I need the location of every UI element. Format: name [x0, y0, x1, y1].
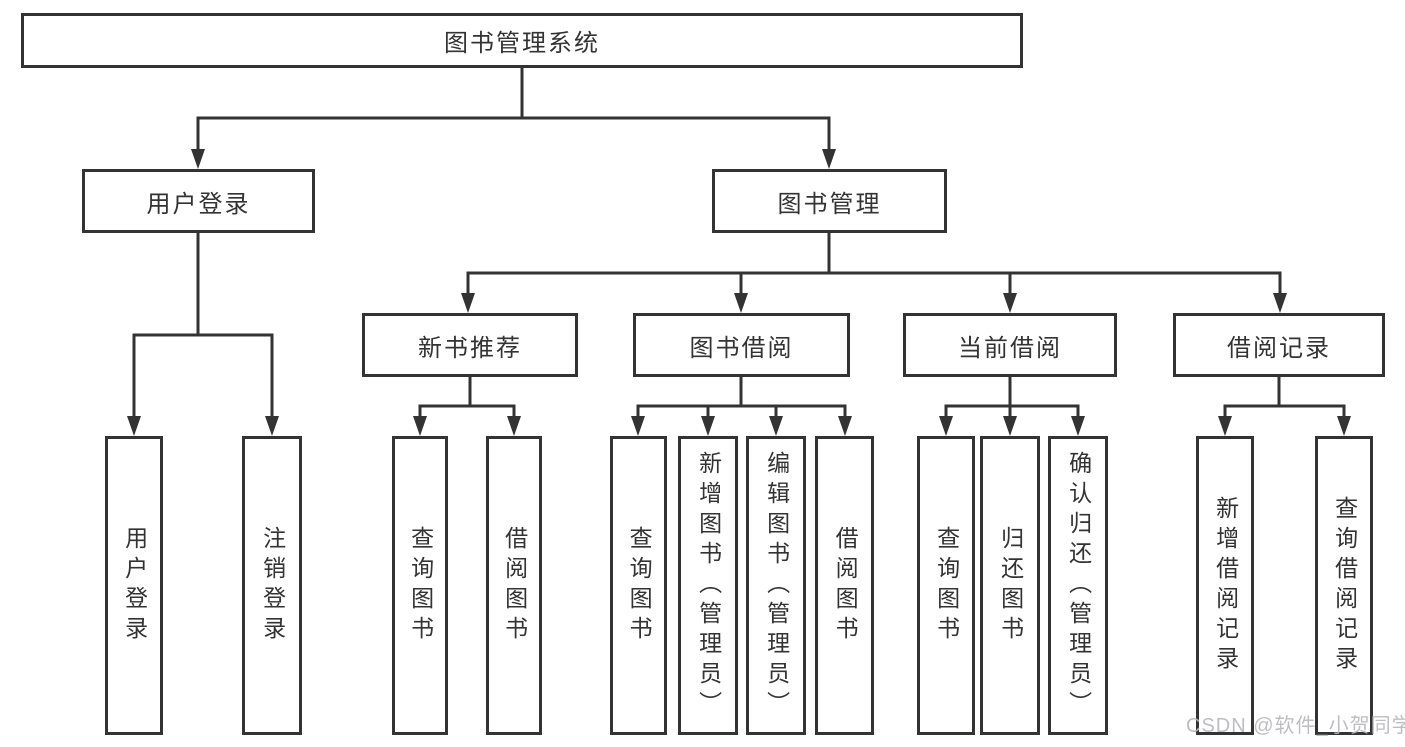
node-user-login: 用户登录: [82, 169, 315, 233]
leaf-add-book-admin: 新增图书（管理员）: [678, 436, 738, 735]
leaf-current-query-book: 查询图书: [917, 436, 975, 735]
leaf-recommend-query-book: 查询图书: [392, 436, 448, 735]
node-root-label: 图书管理系统: [444, 30, 600, 57]
leaf-logout: 注销登录: [242, 436, 302, 735]
leaf-recommend-borrow-book-label: 借阅图书: [501, 525, 528, 646]
leaf-return-book-label: 归还图书: [997, 525, 1024, 646]
leaf-edit-book-admin: 编辑图书（管理员）: [746, 436, 806, 735]
leaf-current-query-book-label: 查询图书: [933, 525, 960, 646]
node-book-borrow: 图书借阅: [633, 313, 850, 377]
leaf-borrow-book-label: 借阅图书: [832, 525, 859, 646]
node-borrow-records-label: 借阅记录: [1227, 334, 1331, 362]
leaf-add-borrow-record: 新增借阅记录: [1196, 436, 1254, 735]
csdn-watermark: CSDN @软件_小贺同学: [1186, 715, 1405, 737]
node-user-login-label: 用户登录: [146, 190, 251, 218]
leaf-recommend-query-book-label: 查询图书: [407, 525, 434, 646]
leaf-confirm-return-admin: 确认归还（管理员）: [1048, 436, 1108, 735]
node-current-borrow: 当前借阅: [903, 313, 1117, 377]
leaf-query-borrow-record-label: 查询借阅记录: [1331, 495, 1358, 676]
leaf-recommend-borrow-book: 借阅图书: [486, 436, 542, 735]
leaf-add-book-admin-label: 新增图书（管理员）: [695, 450, 722, 721]
leaf-edit-book-admin-label: 编辑图书（管理员）: [763, 450, 790, 721]
node-current-borrow-label: 当前借阅: [958, 334, 1062, 362]
leaf-query-borrow-record: 查询借阅记录: [1315, 436, 1373, 735]
node-book-borrow-label: 图书借阅: [689, 334, 794, 362]
leaf-borrow-query-book: 查询图书: [610, 436, 667, 735]
node-borrow-records: 借阅记录: [1173, 313, 1385, 377]
leaf-borrow-query-book-label: 查询图书: [626, 525, 653, 646]
node-new-book-recommend: 新书推荐: [362, 313, 578, 377]
leaf-add-borrow-record-label: 新增借阅记录: [1212, 495, 1239, 676]
node-book-management: 图书管理: [712, 169, 947, 233]
leaf-borrow-book: 借阅图书: [815, 436, 874, 735]
arrowhead-icons: [127, 149, 1351, 436]
leaf-return-book: 归还图书: [980, 436, 1040, 735]
leaf-confirm-return-admin-label: 确认归还（管理员）: [1065, 450, 1092, 721]
leaf-logout-label: 注销登录: [259, 525, 286, 646]
node-root: 图书管理系统: [21, 13, 1023, 68]
node-book-management-label: 图书管理: [777, 190, 882, 218]
leaf-user-login-label: 用户登录: [121, 525, 148, 646]
leaf-user-login: 用户登录: [105, 436, 163, 735]
node-new-book-recommend-label: 新书推荐: [418, 334, 522, 362]
